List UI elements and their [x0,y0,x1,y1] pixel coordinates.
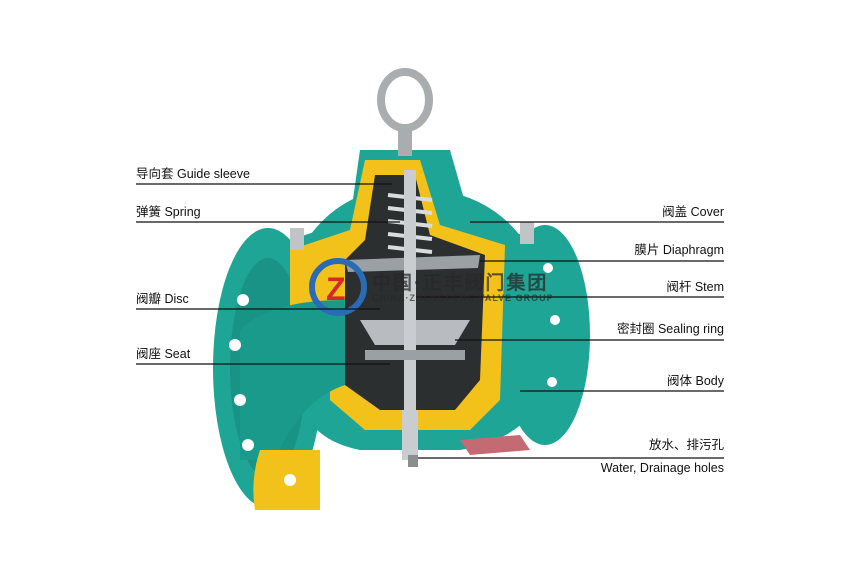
svg-text:Z: Z [326,271,346,307]
watermark-en: CHINA·ZHENGFENG VALVE GROUP [372,293,554,303]
label-disc: 阀瓣 Disc [136,292,189,306]
label-stem: 阀杆 Stem [666,280,724,294]
label-spring: 弹簧 Spring [136,205,201,219]
seat [365,350,465,360]
watermark-cn: 中国·正丰阀门集团 [372,273,549,294]
label-body: 阀体 Body [667,374,724,388]
logo: Z [309,258,367,316]
label-sealing-ring: 密封圈 Sealing ring [617,322,724,336]
label-seat: 阀座 Seat [136,347,191,361]
label-drain-en: Water, Drainage holes [600,461,724,475]
label-diaphragm: 膜片 Diaphragm [634,243,724,257]
drain-plug [460,435,530,455]
label-drain-cn: 放水、排污孔 [648,438,724,452]
label-guide-sleeve: 导向套 Guide sleeve [136,167,250,181]
eyebolt [377,68,433,132]
label-cover: 阀盖 Cover [662,205,724,219]
